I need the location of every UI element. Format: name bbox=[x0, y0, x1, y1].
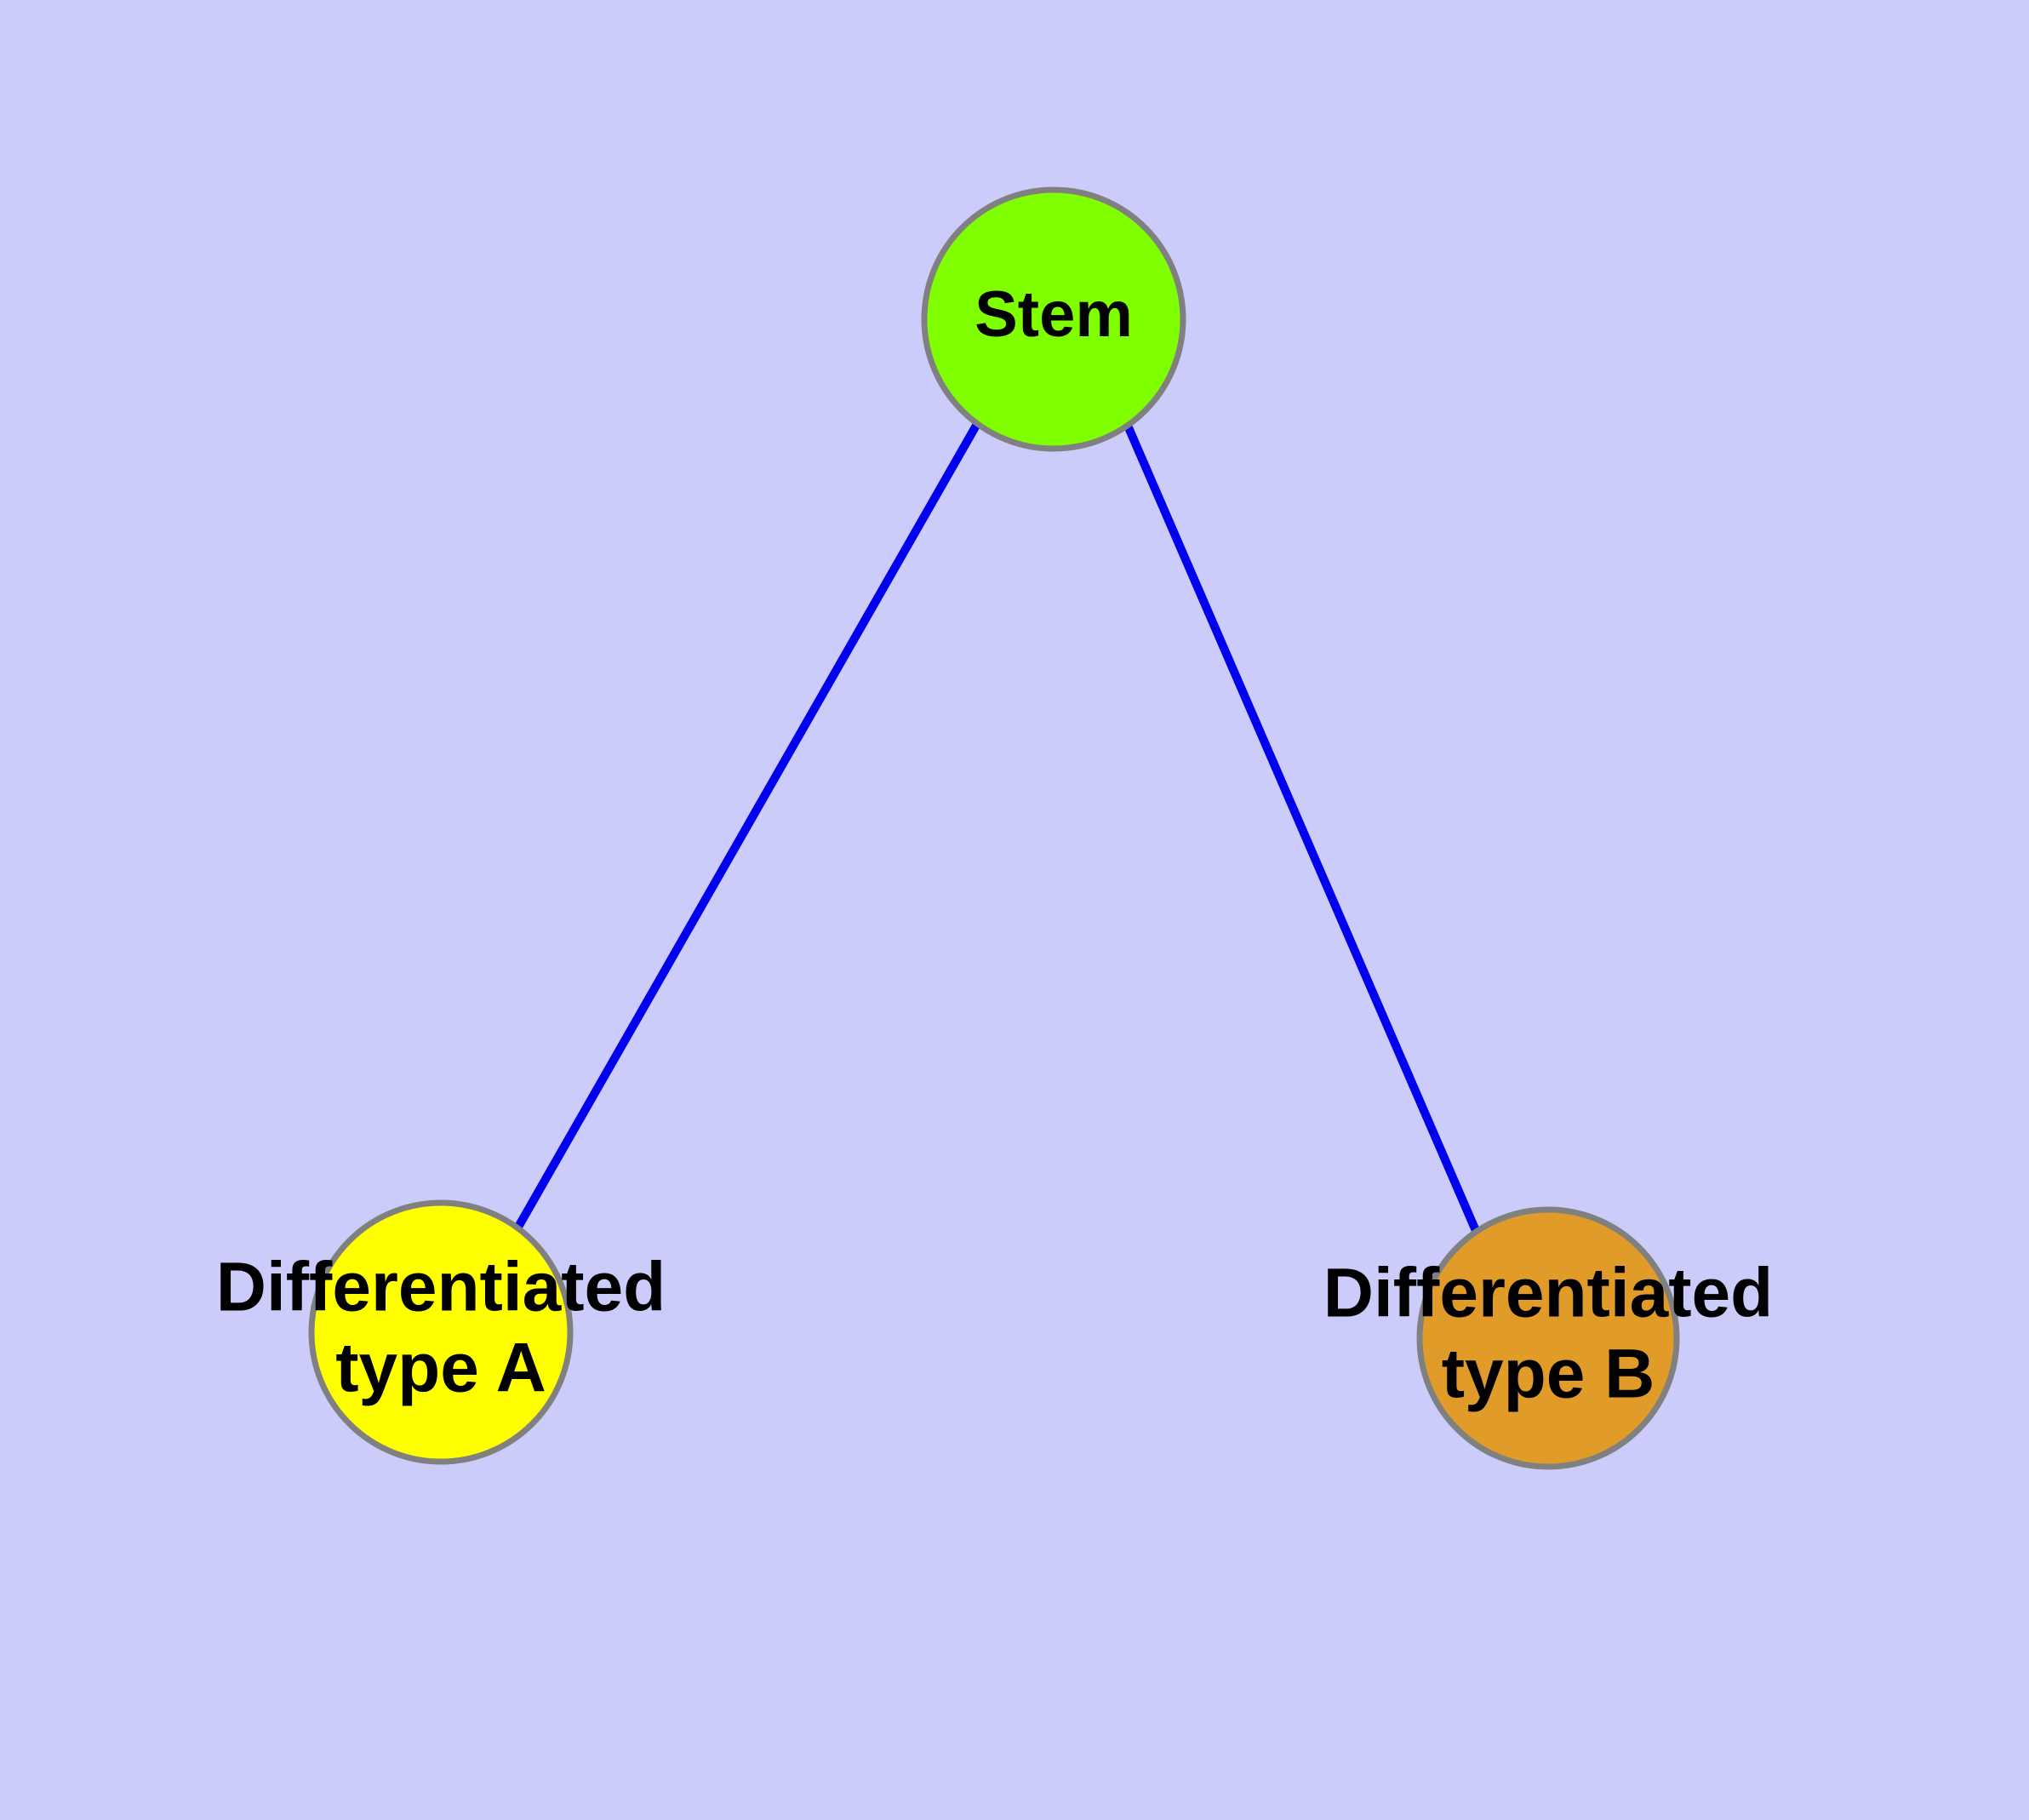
node-differentiated-type-b-circle[interactable] bbox=[1416, 1206, 1680, 1470]
label-line: type B bbox=[1442, 1335, 1655, 1412]
node-differentiated-type-a[interactable] bbox=[308, 1199, 574, 1465]
nodes-group bbox=[308, 186, 1680, 1470]
node-differentiated-type-b[interactable] bbox=[1416, 1206, 1680, 1470]
label-line: type A bbox=[335, 1329, 546, 1406]
node-stem-circle[interactable] bbox=[921, 186, 1186, 452]
node-stem-label: Stem bbox=[974, 278, 1133, 351]
node-differentiated-type-a-circle[interactable] bbox=[308, 1199, 574, 1465]
label-line: Differentiated bbox=[216, 1248, 666, 1325]
edge-stem-to-differentiated-type-b[interactable] bbox=[1123, 424, 1481, 1234]
edge-stem-to-differentiated-type-a[interactable] bbox=[513, 421, 981, 1231]
edges-group bbox=[513, 421, 1481, 1234]
label-line: Differentiated bbox=[1323, 1254, 1774, 1331]
node-stem[interactable] bbox=[921, 186, 1186, 452]
label-line: Stem bbox=[974, 278, 1133, 351]
